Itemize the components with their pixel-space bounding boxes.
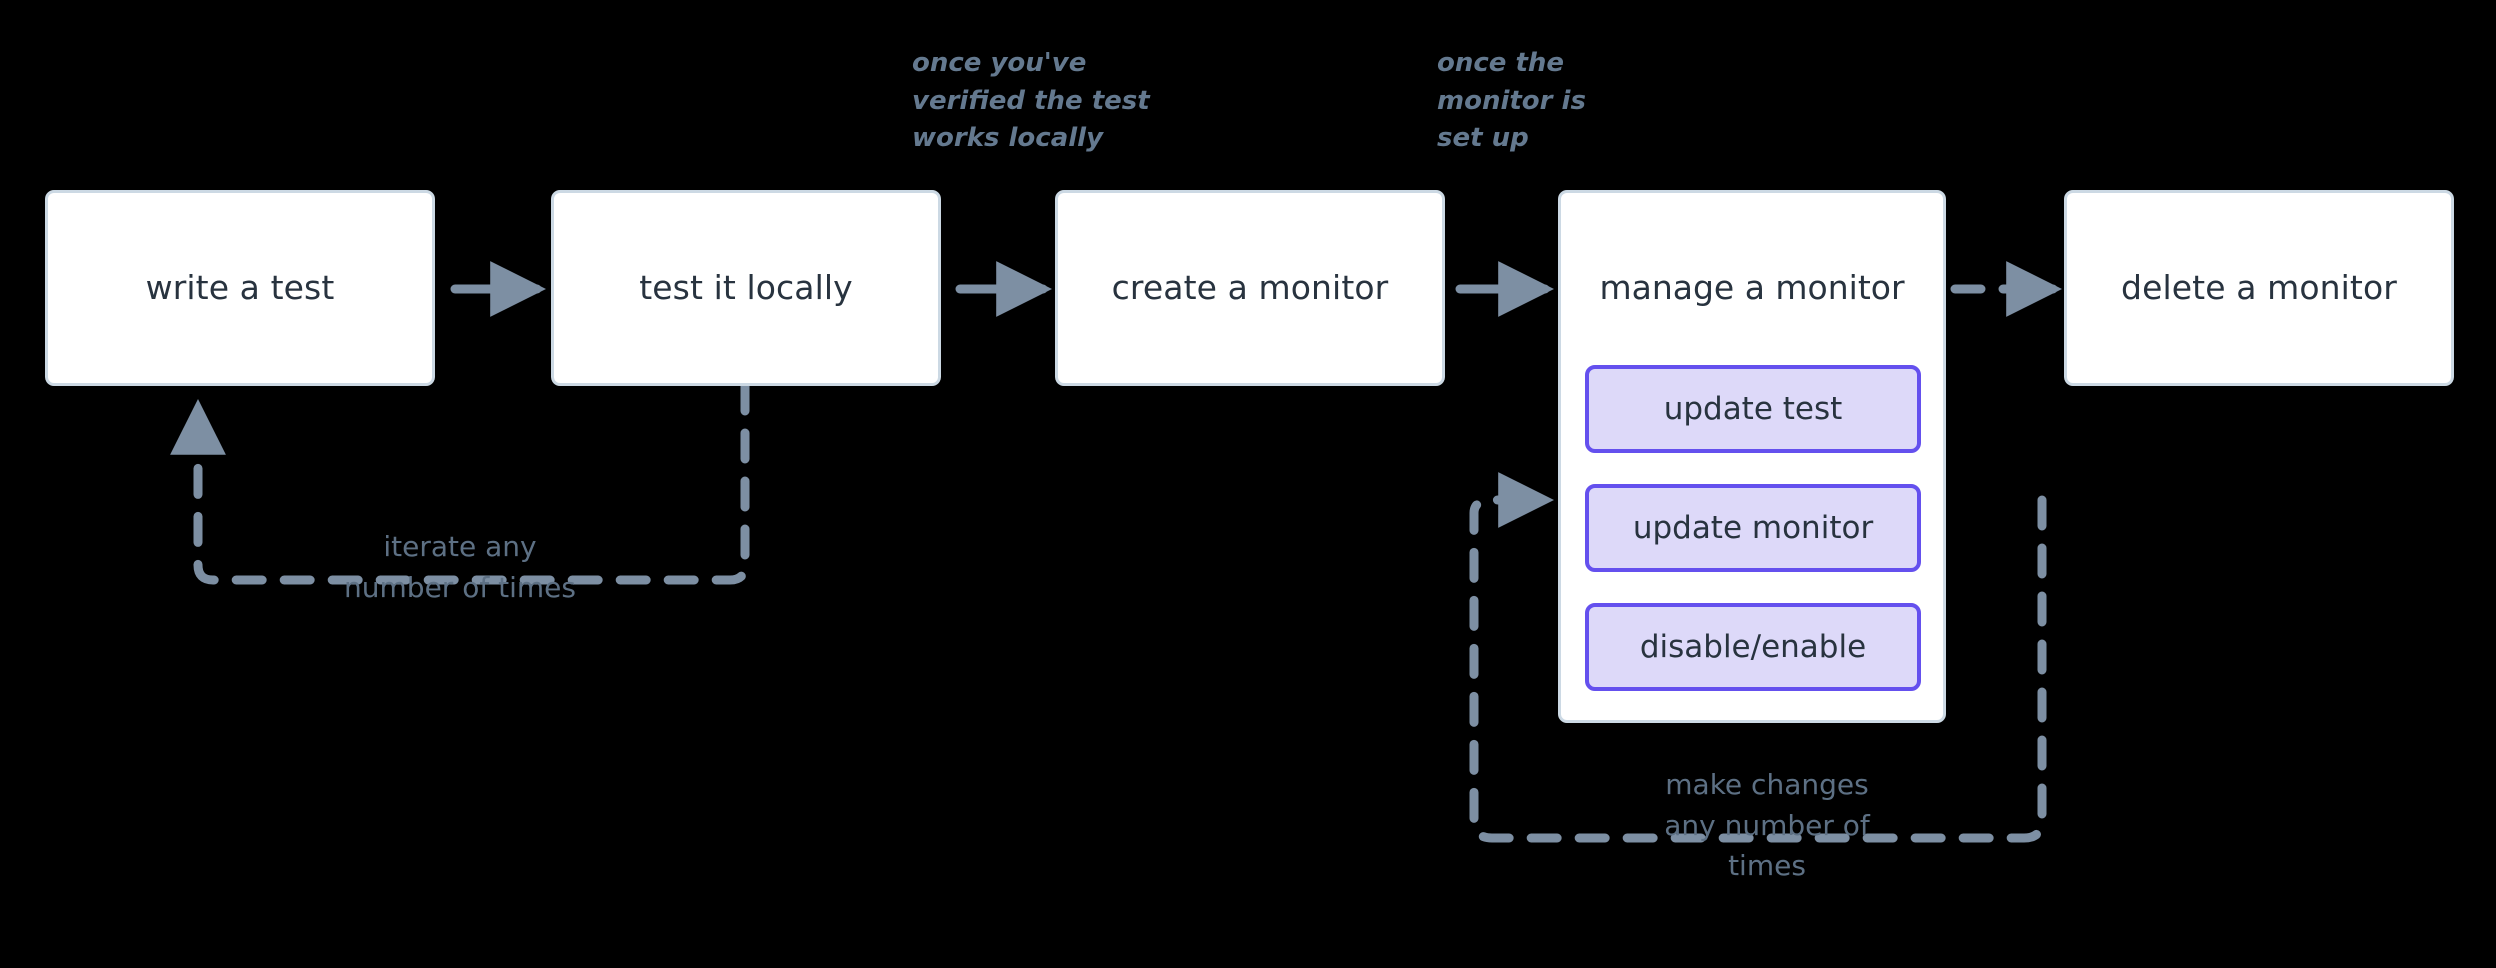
node-write-a-test[interactable]: write a test [45,190,435,386]
node-test-it-locally[interactable]: test it locally [551,190,941,386]
node-create-a-monitor-label: create a monitor [1111,268,1389,308]
subnode-update-monitor-label: update monitor [1632,510,1874,546]
node-write-a-test-label: write a test [145,268,335,308]
loop-note-iterate: iterate any number of times [344,530,576,604]
subnode-disable-enable[interactable]: disable/enable [1585,603,1921,691]
node-manage-a-monitor-label: manage a monitor [1599,268,1905,307]
subnode-update-test[interactable]: update test [1585,365,1921,453]
node-create-a-monitor[interactable]: create a monitor [1055,190,1445,386]
subnode-update-monitor[interactable]: update monitor [1585,484,1921,572]
node-test-it-locally-label: test it locally [639,268,853,308]
subnode-disable-enable-label: disable/enable [1639,629,1867,665]
edge-note-monitor-set-up: once the monitor is set up [1437,48,1586,154]
node-delete-a-monitor-label: delete a monitor [2121,268,2397,308]
subnode-update-test-label: update test [1663,391,1843,427]
node-manage-a-monitor[interactable]: manage a monitor update test update moni… [1558,190,1946,723]
node-delete-a-monitor[interactable]: delete a monitor [2064,190,2454,386]
loop-note-make-changes: make changes any number of times [1664,768,1870,883]
edge-note-verified-locally: once you've verified the test works loca… [912,48,1150,154]
